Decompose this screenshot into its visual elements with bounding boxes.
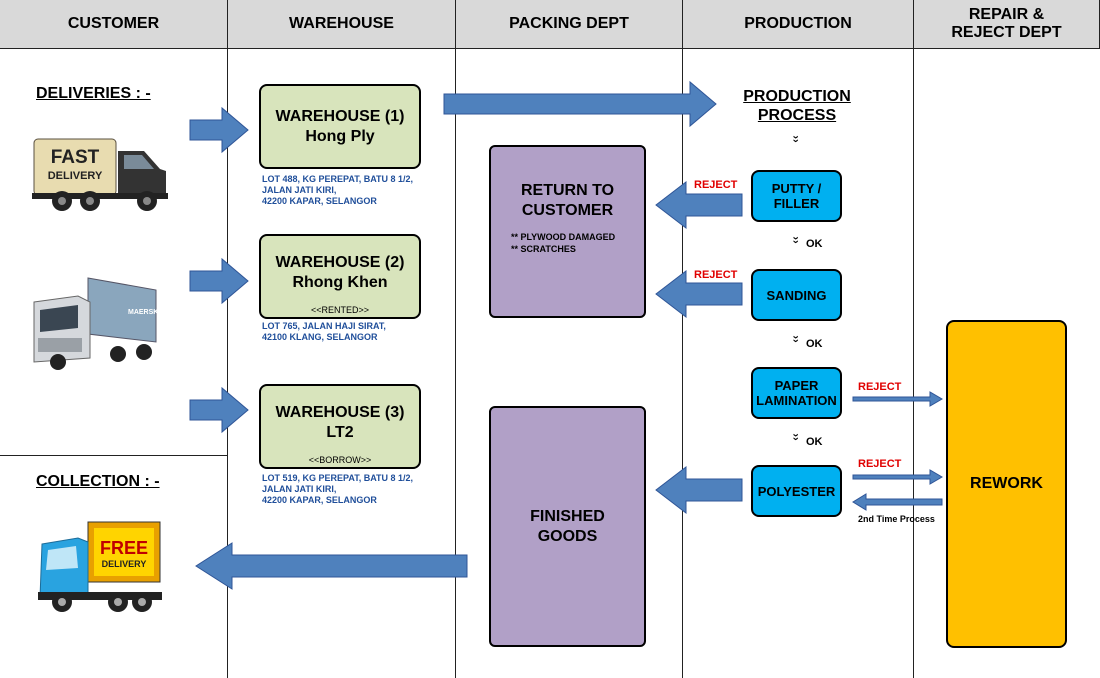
finished-goods-title: FINISHED GOODS — [530, 507, 605, 545]
rework-box: REWORK — [946, 320, 1067, 648]
warehouse-1-name: Hong Ply — [305, 127, 375, 145]
arrow-second-time-process — [852, 493, 943, 511]
chevron-4: ›› — [789, 433, 802, 441]
arrow-to-production — [443, 80, 717, 128]
flow-chevron-icon: ›› — [789, 335, 803, 343]
arrow-to-collection — [195, 542, 468, 590]
return-to-customer-title: RETURN TO CUSTOMER — [520, 182, 615, 219]
arrow-to-warehouse-1 — [189, 106, 249, 154]
return-notes: ** PLYWOOD DAMAGED ** SCRATCHES — [511, 232, 616, 254]
ok-label-1: OK — [806, 238, 823, 250]
fast-truck-line1: FAST — [51, 147, 100, 168]
finished-goods-box: FINISHED GOODS — [489, 406, 646, 647]
column-divider — [455, 0, 456, 678]
chevron-3: ›› — [789, 335, 802, 343]
fast-truck-line2: DELIVERY — [48, 170, 103, 182]
return-to-customer-box: RETURN TO CUSTOMER ** PLYWOOD DAMAGED **… — [489, 145, 646, 318]
column-divider — [913, 0, 914, 678]
arrow-reject-polyester — [852, 469, 943, 485]
warehouse-3-address: LOT 519, KG PEREPAT, BATU 8 1/2, JALAN J… — [262, 473, 414, 505]
arrow-polyester-to-finished — [655, 465, 743, 515]
arrow-to-warehouse-3 — [189, 386, 249, 434]
customer-section-divider — [0, 455, 228, 456]
step-polyester: POLYESTER — [751, 465, 842, 517]
flow-chevron-icon: ›› — [789, 135, 803, 143]
ok-label-2: OK — [806, 338, 823, 350]
arrow-reject-putty — [655, 180, 743, 230]
free-delivery-truck-icon: FREE DELIVERY — [38, 521, 162, 612]
ok-label-3: OK — [806, 436, 823, 448]
warehouse-3-title: WAREHOUSE (3) — [275, 403, 405, 421]
arrow-reject-lamination — [852, 391, 943, 407]
warehouse-1-title: WAREHOUSE (1) — [275, 107, 405, 125]
trailer-brand: MAERSK — [128, 309, 158, 316]
header-customer: CUSTOMER — [0, 0, 228, 49]
column-divider — [227, 0, 228, 678]
warehouse-3-name: LT2 — [326, 423, 354, 441]
chevron-2: ›› — [789, 236, 802, 244]
flow-chevron-icon: ›› — [789, 433, 803, 441]
warehouse-3-box: WAREHOUSE (3) LT2 <<BORROW>> — [259, 384, 421, 469]
warehouse-3-note: <<BORROW>> — [308, 455, 372, 465]
arrow-to-warehouse-2 — [189, 257, 249, 305]
warehouse-1-address: LOT 488, KG PEREPAT, BATU 8 1/2, JALAN J… — [262, 174, 414, 206]
step-paper-lamination: PAPER LAMINATION — [751, 367, 842, 419]
header-warehouse: WAREHOUSE — [228, 0, 456, 49]
warehouse-2-note: <<RENTED>> — [310, 305, 370, 315]
reject-label-sanding: REJECT — [694, 269, 738, 281]
header-production: PRODUCTION — [683, 0, 914, 49]
warehouse-2-name: Rhong Khen — [292, 273, 388, 291]
reject-label-polyester: REJECT — [858, 458, 902, 470]
step-sanding: SANDING — [751, 269, 842, 321]
reject-label-putty: REJECT — [694, 179, 738, 191]
second-time-process-label: 2nd Time Process — [858, 514, 935, 524]
free-truck-line1: FREE — [100, 538, 148, 558]
container-truck-icon: MAERSK — [33, 277, 158, 370]
column-divider — [682, 0, 683, 678]
production-process-title: PRODUCTION PROCESS — [743, 88, 851, 124]
arrow-reject-sanding — [655, 269, 743, 319]
collection-label: COLLECTION : - — [36, 473, 160, 490]
warehouse-1-box: WAREHOUSE (1) Hong Ply — [259, 84, 421, 169]
deliveries-label: DELIVERIES : - — [36, 85, 151, 102]
fast-delivery-truck-icon: FAST DELIVERY — [32, 138, 168, 211]
reject-label-lamination: REJECT — [858, 381, 902, 393]
warehouse-2-address: LOT 765, JALAN HAJI SIRAT, 42100 KLANG, … — [262, 321, 386, 342]
warehouse-2-title: WAREHOUSE (2) — [275, 253, 405, 271]
chevron-1: ›› — [789, 135, 802, 143]
free-truck-line2: DELIVERY — [102, 559, 147, 569]
step-putty-filler: PUTTY / FILLER — [751, 170, 842, 222]
flow-chevron-icon: ›› — [789, 236, 803, 244]
warehouse-2-box: WAREHOUSE (2) Rhong Khen <<RENTED>> — [259, 234, 421, 319]
